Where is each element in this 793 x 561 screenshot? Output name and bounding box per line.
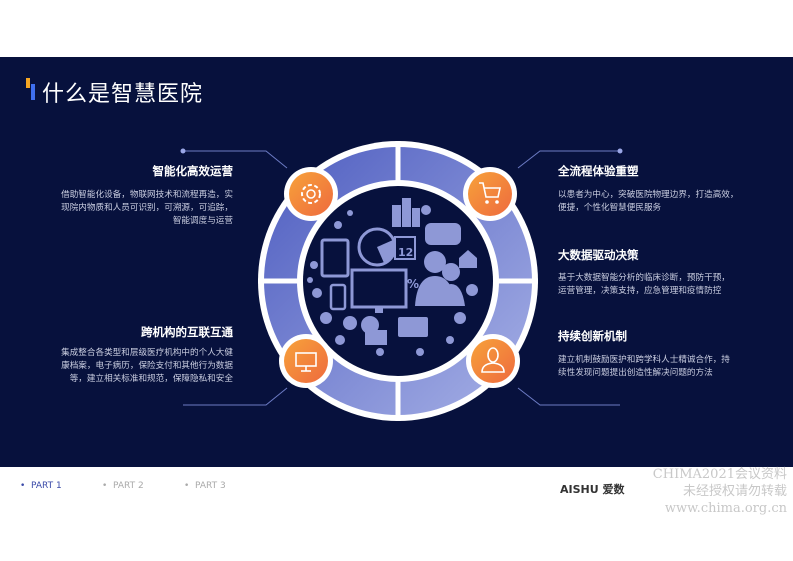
gear-icon-badge	[284, 167, 338, 221]
calendar-number: 12	[398, 246, 413, 259]
feature-heading: 智能化高效运营	[152, 164, 234, 178]
feature-heading: 跨机构的互联互通	[141, 325, 233, 339]
aishu-logo: AISHU 爱数	[560, 483, 625, 496]
icon-cluster: 12 %	[307, 198, 478, 356]
feature-text: 建立机制鼓励医护和跨学科人士精诚合作，持续性发现问题提出创造性解决问题的方法	[558, 355, 730, 378]
feature-text: 以患者为中心，突破医院物理边界，打造高效，便捷，个性化智慧便民服务	[558, 190, 739, 213]
nav-part-2[interactable]: • PART 2	[102, 481, 144, 491]
feature-heading: 大数据驱动决策	[558, 248, 639, 262]
nav-part-3[interactable]: • PART 3	[184, 481, 226, 491]
percent-sign: %	[407, 277, 419, 291]
page-title: 什么是智慧医院	[42, 82, 204, 107]
feature-text: 基于大数据智能分析的临床诊断，预防干预，运营管理，决策支持，应急管理和疫情防控	[558, 273, 730, 296]
ring-dividers	[258, 141, 538, 421]
feature-heading: 持续创新机制	[558, 329, 627, 343]
cart-icon-badge	[463, 167, 517, 221]
monitor-icon-badge	[279, 334, 333, 388]
title-accent	[31, 84, 35, 100]
connector-lines	[183, 150, 620, 406]
feature-text: 借助智能化设备，物联网技术和流程再造，实现院内物质和人员可识别，可溯源，可追踪，…	[61, 190, 233, 226]
user-icon-badge	[466, 334, 520, 388]
feature-text: 集成整合各类型和层级医疗机构中的个人大健康档案，电子病历，保险支付和其他行为数据…	[61, 348, 233, 384]
nav-part-1[interactable]: • PART 1	[20, 481, 62, 491]
feature-heading: 全流程体验重塑	[558, 164, 639, 178]
title-accent	[26, 78, 30, 88]
